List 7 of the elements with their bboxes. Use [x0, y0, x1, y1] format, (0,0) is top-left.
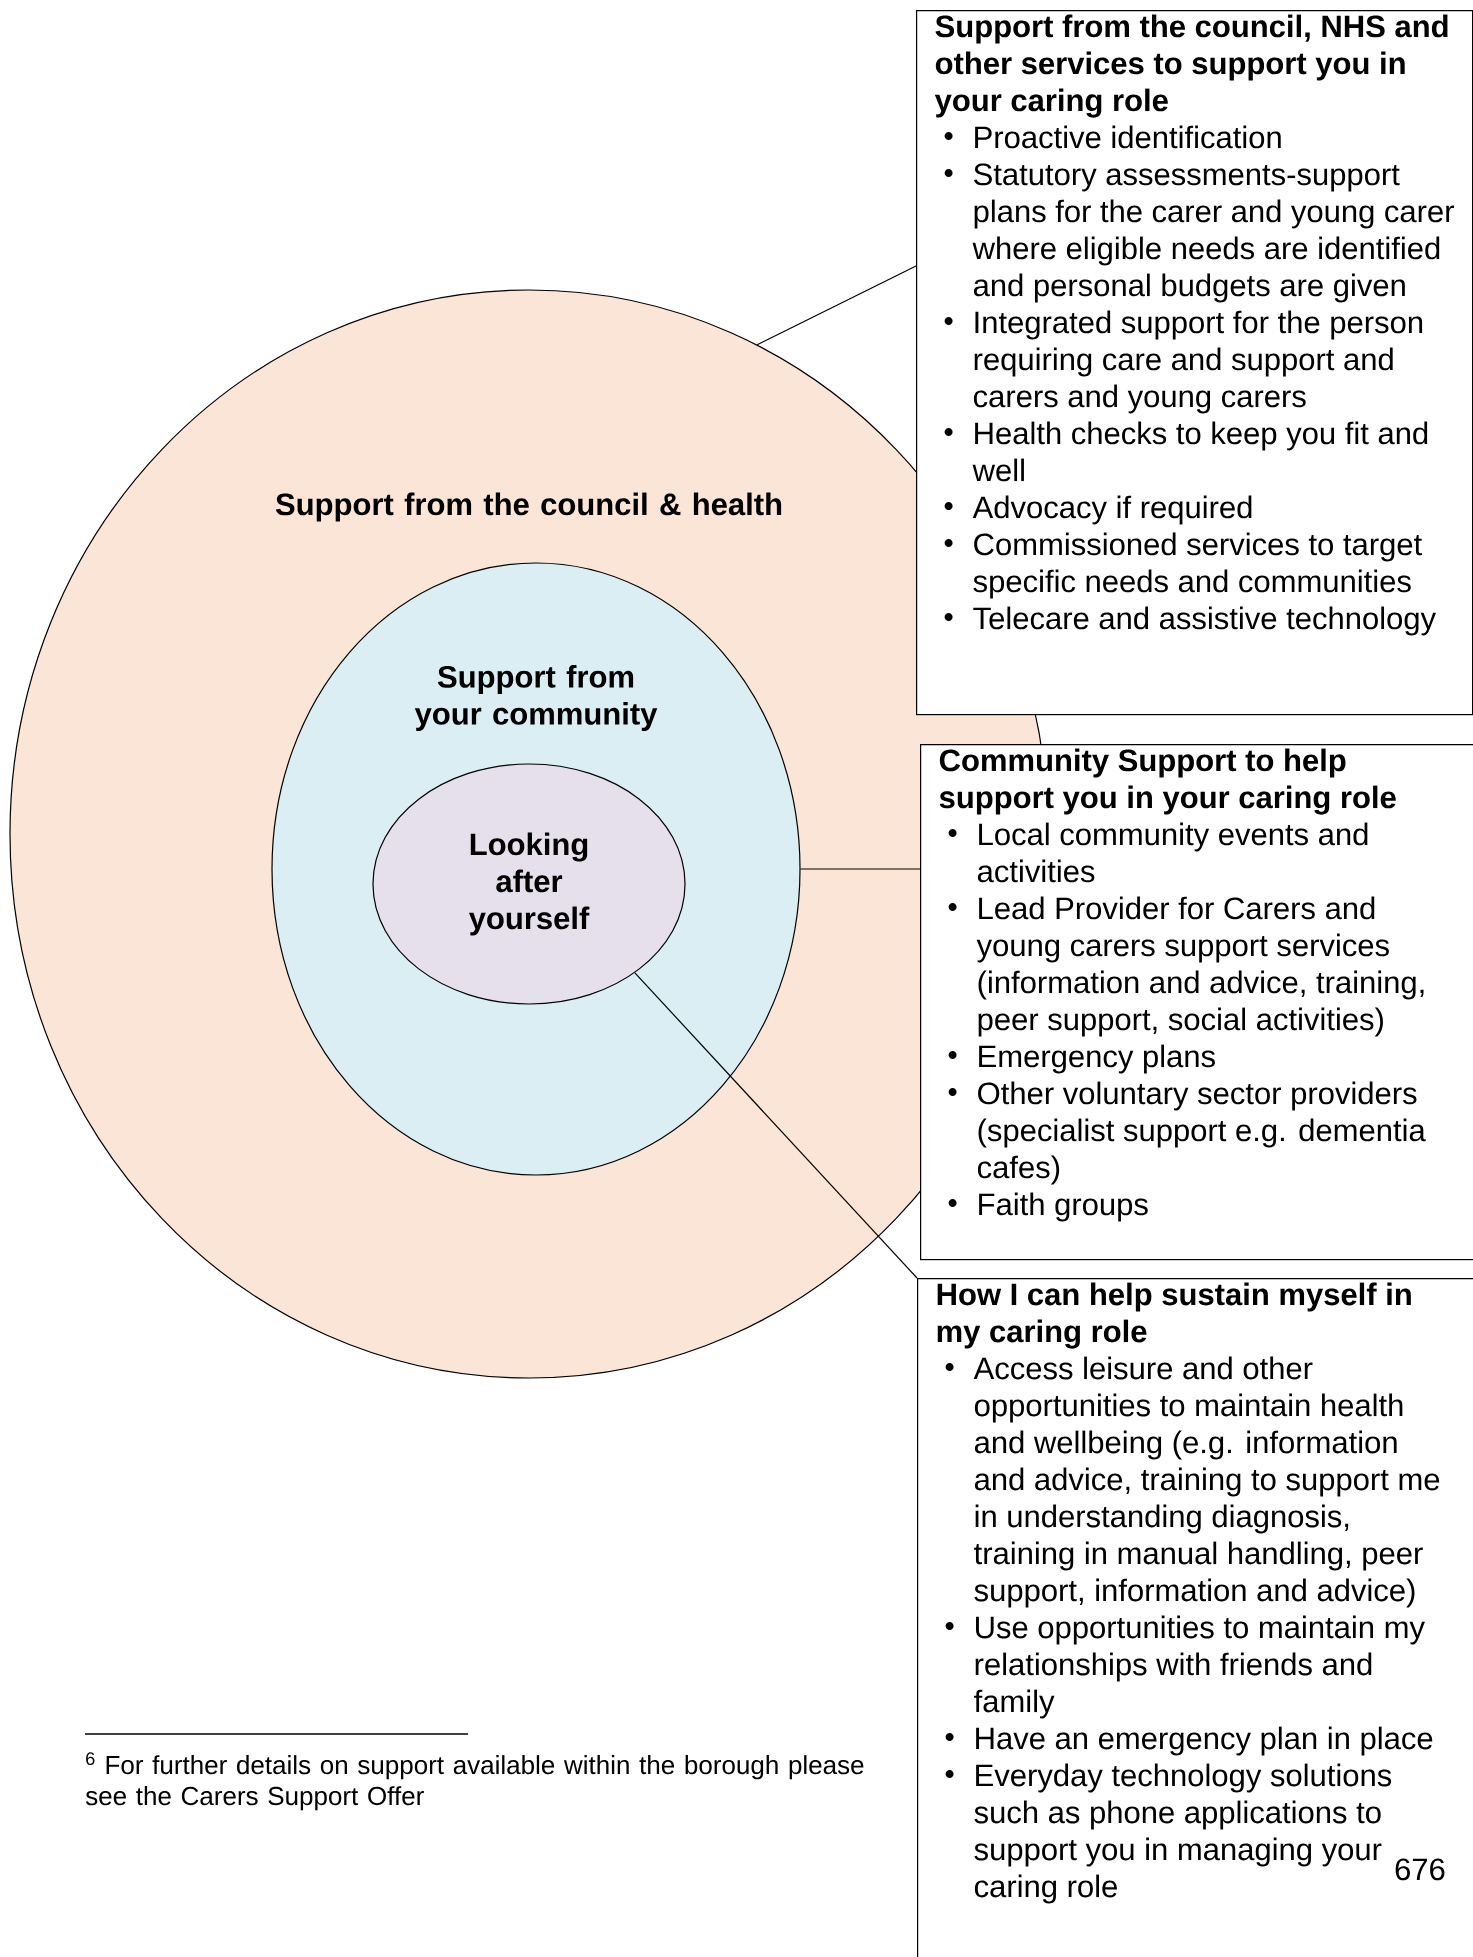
page-number: 676 — [1395, 1858, 1445, 1881]
connector-line — [800, 868, 921, 870]
footnote: $^{6}$ For further details on support available within the borough please see the Carers Support Offer — [85, 1752, 864, 1811]
text-box: Support from the council, NHS and other services to support you in your caring role Proactive identification Statutory assessments-support plans for the carer and young carer where eligible needs are identified and personal budgets are given Integrated support for the person requiring care and support and carers and young carers Health checks to keep you fit and well Advocacy if required Commissioned services to target specific needs and communities Telecare and assistive technology — [916, 10, 1473, 716]
connector-line — [634, 972, 918, 1279]
text-box: Community Support to help support you in your caring role Local community events and activities Lead Provider for Carers and young carers support services (information and advice, training, peer support, social activities) Emergency plans Other voluntary sector providers (specialist support e.g. dementia cafes) Faith groups — [920, 744, 1473, 1261]
connector-line — [756, 265, 917, 346]
